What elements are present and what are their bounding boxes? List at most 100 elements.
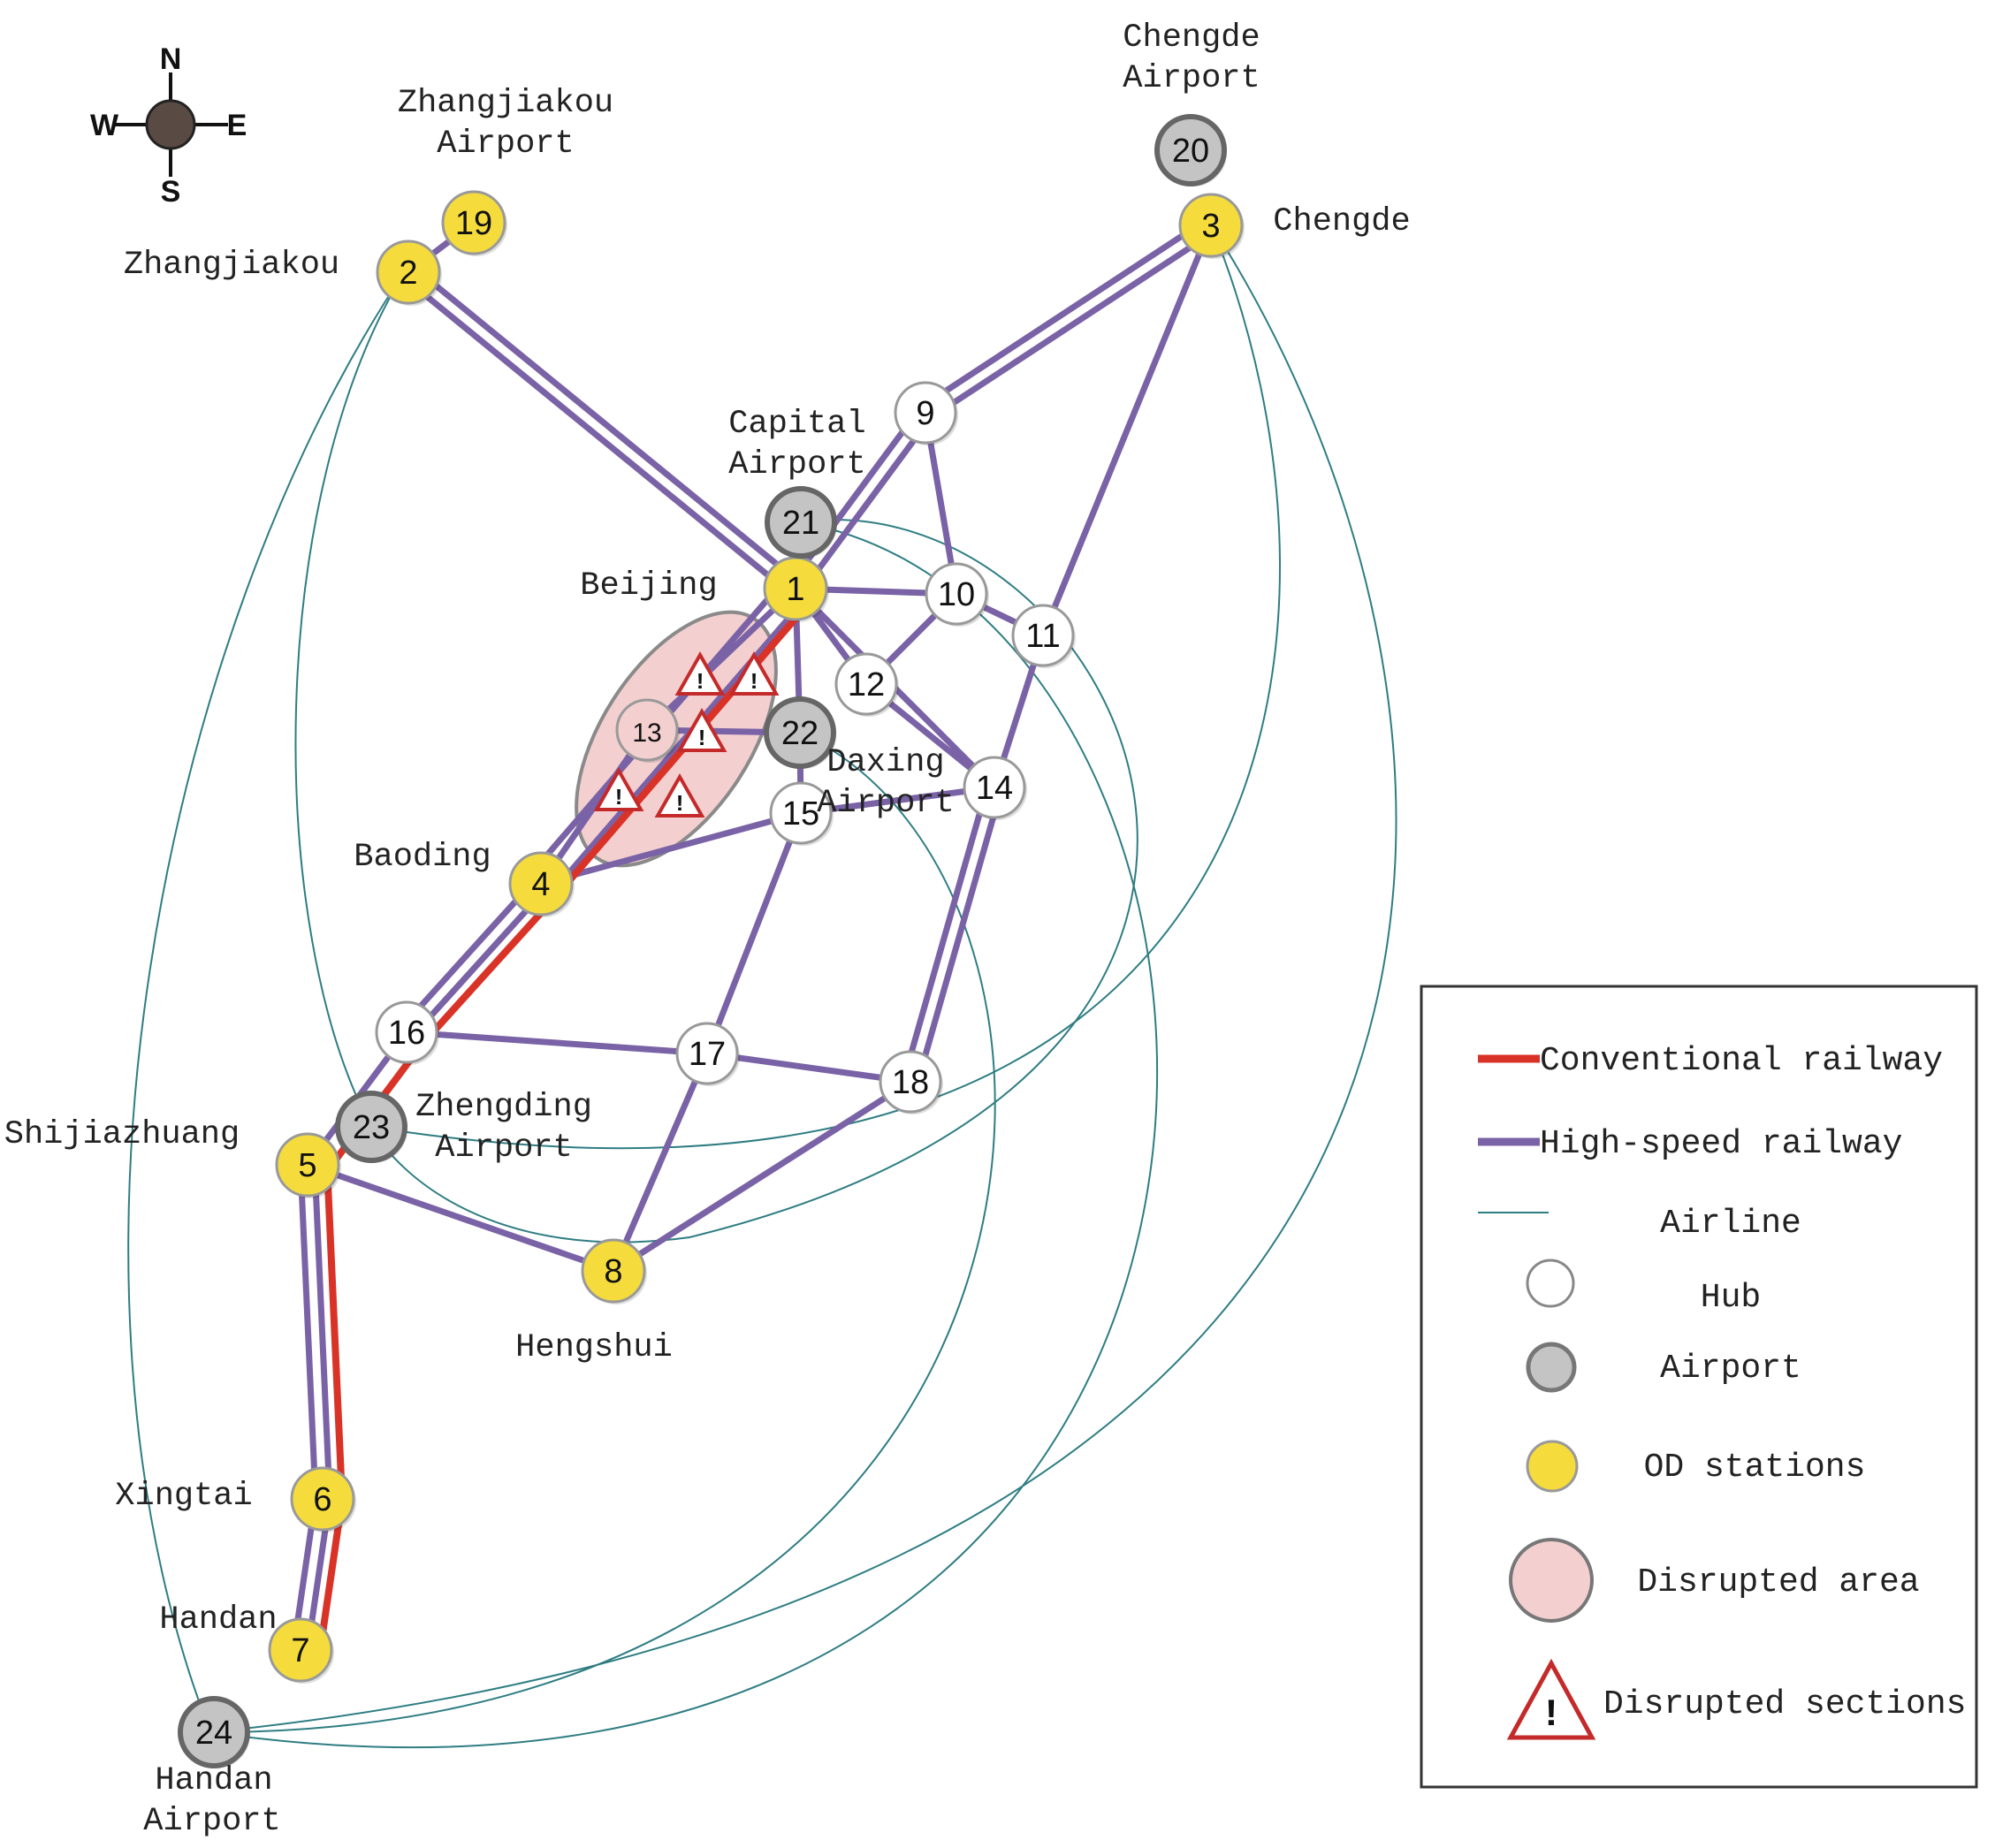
node-17[interactable]: 17 xyxy=(675,1022,740,1086)
conventional-n4-n16 xyxy=(418,894,559,1048)
label-zhengding-airport-line1: Zhengding xyxy=(415,1089,592,1126)
high-speed-n3-n11 xyxy=(1039,224,1215,637)
high-speed-n2-n1-track2 xyxy=(401,275,794,597)
disrupted-section-5: ! xyxy=(654,772,705,818)
legend-disrupted-sections-icon: ! xyxy=(1506,1658,1596,1740)
node-12[interactable]: 12 xyxy=(834,652,899,717)
high-speed-n9-n1-track1 xyxy=(798,414,934,595)
high-speed-n5-n6-track2 xyxy=(297,1165,319,1500)
node-1-label: 1 xyxy=(786,571,804,608)
legend-airport-label: Airport xyxy=(1660,1350,1801,1388)
node-8-label: 8 xyxy=(604,1253,622,1290)
disrupted-sections: ! ! ! ! ! xyxy=(593,650,780,818)
airline-capital-zhengding xyxy=(370,519,1138,1243)
node-7[interactable]: 7 xyxy=(268,1617,334,1684)
node-24[interactable]: 24 xyxy=(178,1696,250,1768)
node-10-circle xyxy=(925,562,988,626)
node-10-label: 10 xyxy=(938,576,975,613)
node-1[interactable]: 1 xyxy=(763,556,829,622)
node-14-label: 14 xyxy=(976,770,1013,807)
label-chengde: Chengde xyxy=(1273,203,1410,240)
node-4-circle xyxy=(508,851,574,916)
label-handan-airport-line1: Handan xyxy=(155,1762,272,1799)
warning-icon: ! xyxy=(693,669,707,696)
node-23-circle xyxy=(335,1091,407,1163)
high-speed-n15-n14 xyxy=(800,784,995,817)
node-6[interactable]: 6 xyxy=(290,1466,356,1532)
compass-rose: N E S W xyxy=(90,42,247,209)
warning-icon: ! xyxy=(747,669,761,696)
label-zhangjiakou: Zhangjiakou xyxy=(124,247,339,284)
node-23[interactable]: 23 xyxy=(335,1091,407,1163)
railway-layer xyxy=(290,217,1217,1654)
airline-layer xyxy=(127,224,1397,1748)
high-speed-n17-n18 xyxy=(706,1050,911,1085)
node-22[interactable]: 22 xyxy=(764,696,836,769)
node-3-circle xyxy=(1178,193,1244,258)
warning-icon: ! xyxy=(612,785,626,811)
compass-west: W xyxy=(90,109,119,142)
node-8[interactable]: 8 xyxy=(581,1238,647,1304)
high-speed-n15-n17 xyxy=(704,811,804,1055)
disrupted-section-2: ! xyxy=(728,650,780,696)
node-19[interactable]: 19 xyxy=(441,190,507,256)
legend-hub-icon xyxy=(1526,1259,1575,1308)
legend-airline-label: Airline xyxy=(1660,1205,1801,1243)
node-4[interactable]: 4 xyxy=(508,851,575,917)
node-22-circle xyxy=(764,696,836,769)
high-speed-n17-n8 xyxy=(610,1052,711,1273)
node-6-circle xyxy=(290,1466,355,1532)
node-21-circle xyxy=(765,486,837,559)
warning-icon: ! xyxy=(673,791,687,818)
node-21[interactable]: 21 xyxy=(765,486,837,559)
high-speed-n5-n8 xyxy=(306,1161,615,1274)
airline-chengde-zhengding xyxy=(370,224,1281,1150)
node-20[interactable]: 20 xyxy=(1154,114,1227,186)
airline-zhangjiakou-handan xyxy=(127,268,407,1733)
label-zhangjiakou-airport-line2: Airport xyxy=(437,125,574,163)
node-10[interactable]: 10 xyxy=(925,562,989,627)
node-5[interactable]: 5 xyxy=(275,1132,341,1198)
node-12-label: 12 xyxy=(848,666,885,703)
node-13-circle xyxy=(615,698,679,762)
disrupted-section-4: ! xyxy=(593,766,644,811)
node-2[interactable]: 2 xyxy=(376,240,442,306)
node-3-label: 3 xyxy=(1201,208,1220,245)
node-16[interactable]: 16 xyxy=(375,1000,439,1065)
legend-high-speed-label: High-speed railway xyxy=(1540,1125,1902,1163)
legend-od-icon xyxy=(1526,1440,1579,1493)
node-15[interactable]: 15 xyxy=(769,781,834,846)
high-speed-n14-n18-track1 xyxy=(914,788,1005,1085)
node-2-label: 2 xyxy=(399,255,417,292)
node-22-label: 22 xyxy=(781,715,819,752)
node-13[interactable]: 13 xyxy=(615,698,680,763)
warning-icon: ! xyxy=(695,726,709,752)
airline-chengde-handan xyxy=(209,224,1397,1733)
node-24-circle xyxy=(178,1696,250,1768)
node-8-circle xyxy=(581,1238,646,1304)
legend-conventional-label: Conventional railway xyxy=(1540,1042,1943,1080)
label-shijiazhuang: Shijiazhuang xyxy=(4,1116,240,1153)
airline-zhangjiakou-zhengding xyxy=(294,268,407,1128)
node-2-circle xyxy=(376,240,441,305)
high-speed-n3-n9-track1 xyxy=(927,228,1217,422)
node-7-label: 7 xyxy=(291,1632,309,1669)
node-14[interactable]: 14 xyxy=(963,756,1027,820)
node-18-label: 18 xyxy=(892,1064,929,1101)
node-9[interactable]: 9 xyxy=(894,381,958,445)
node-11[interactable]: 11 xyxy=(1011,604,1076,668)
legend-hub-label: Hub xyxy=(1701,1279,1761,1317)
node-3[interactable]: 3 xyxy=(1178,193,1245,259)
node-18[interactable]: 18 xyxy=(879,1050,943,1114)
node-9-label: 9 xyxy=(916,395,934,432)
node-23-label: 23 xyxy=(353,1109,390,1146)
label-xingtai: Xingtai xyxy=(115,1478,252,1515)
high-speed-n16-n17 xyxy=(406,1029,708,1057)
warning-icon: ! xyxy=(1540,1693,1563,1738)
label-zhangjiakou-airport-line1: Zhangjiakou xyxy=(398,85,613,122)
node-20-circle xyxy=(1154,114,1227,186)
node-5-circle xyxy=(275,1132,340,1198)
node-9-circle xyxy=(894,381,957,445)
node-17-circle xyxy=(675,1022,739,1085)
